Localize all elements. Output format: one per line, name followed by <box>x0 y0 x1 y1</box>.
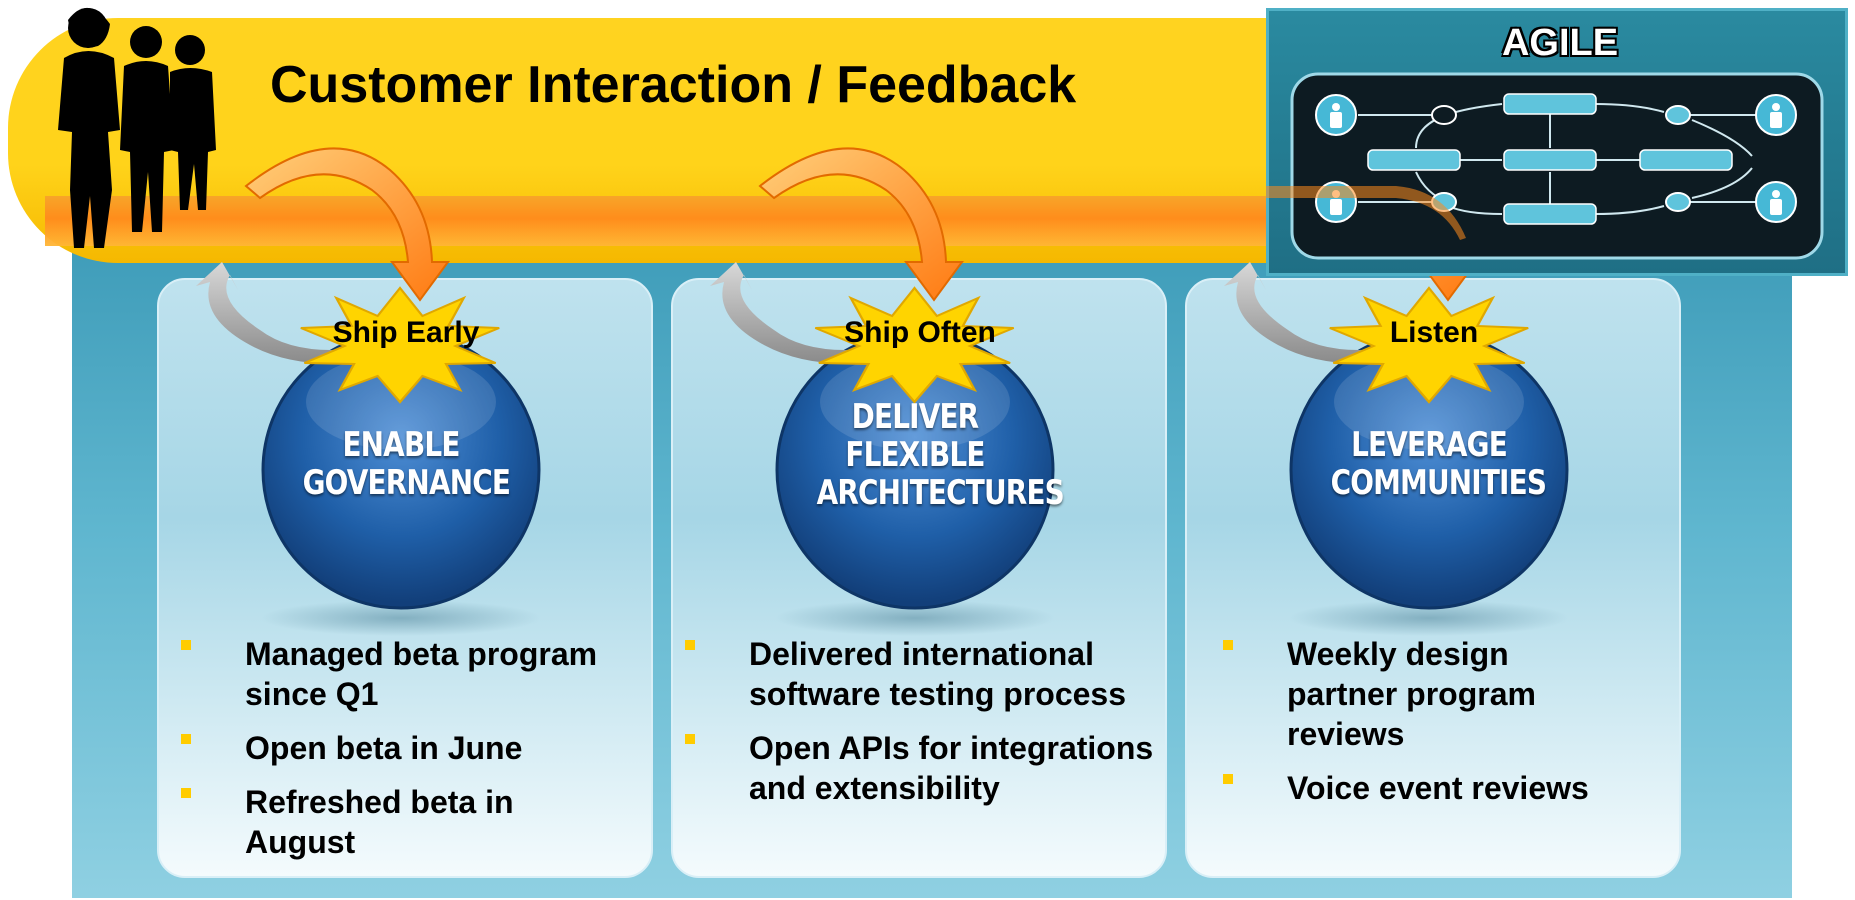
burst-label-1: Ship Early <box>332 316 480 349</box>
bullet-square-icon <box>181 640 191 650</box>
return-arrow-icon <box>196 262 380 364</box>
list-item: Managed beta program since Q1 <box>181 634 621 714</box>
list-item: Open APIs for integrations and extensibi… <box>685 728 1165 808</box>
orb-line: FLEXIBLE <box>845 435 985 475</box>
banner-stripe <box>45 196 1325 246</box>
burst-label-3: Listen <box>1389 316 1479 349</box>
starburst-icon <box>814 286 1015 404</box>
people-silhouette-icon <box>58 7 216 248</box>
bullet-square-icon <box>181 788 191 798</box>
agile-process-diagram <box>1266 72 1824 260</box>
user-icon <box>1315 94 1357 136</box>
return-arrow-icon <box>1224 262 1408 364</box>
orb-line: LEVERAGE <box>1351 425 1508 465</box>
return-arrow-icon <box>710 262 894 364</box>
bullet-list-1: Managed beta program since Q1 Open beta … <box>181 634 621 876</box>
user-icon <box>1755 181 1797 223</box>
column-2-graphics <box>710 147 1055 636</box>
agile-title: AGILE <box>1501 22 1619 64</box>
orb-line: COMMUNITIES <box>1330 463 1547 503</box>
starburst-icon <box>300 286 500 404</box>
feedback-arrow-icon <box>758 147 964 302</box>
list-item: Delivered international software testing… <box>685 634 1165 714</box>
user-icon <box>1755 94 1797 136</box>
bullet-square-icon <box>1223 640 1233 650</box>
column-1-graphics <box>196 147 541 636</box>
list-item: Weekly design partner program reviews <box>1223 634 1603 754</box>
list-item: Refreshed beta in August <box>181 782 621 862</box>
bullet-square-icon <box>685 640 695 650</box>
list-item: Voice event reviews <box>1223 768 1603 808</box>
orb-line: GOVERNANCE <box>302 463 511 503</box>
feedback-arrow-icon <box>244 147 450 302</box>
bullet-square-icon <box>1223 774 1233 784</box>
page-title: Customer Interaction / Feedback <box>270 56 1077 114</box>
bullet-list-3: Weekly design partner program reviews Vo… <box>1223 634 1603 822</box>
list-item: Open beta in June <box>181 728 621 768</box>
orb-text-1: ENABLE GOVERNANCE <box>302 425 511 503</box>
bullet-list-2: Delivered international software testing… <box>685 634 1165 822</box>
orb-shadow <box>261 600 541 636</box>
bullet-square-icon <box>685 734 695 744</box>
starburst-icon <box>1329 286 1529 404</box>
orb-text-2: DELIVER FLEXIBLE ARCHITECTURES <box>816 397 1065 513</box>
orb-line: ENABLE <box>342 425 460 465</box>
orb-line: ARCHITECTURES <box>816 473 1065 513</box>
orb-text-3: LEVERAGE COMMUNITIES <box>1330 425 1547 503</box>
bullet-square-icon <box>181 734 191 744</box>
burst-label-2: Ship Often <box>844 316 996 349</box>
orb-line: DELIVER <box>851 397 979 437</box>
